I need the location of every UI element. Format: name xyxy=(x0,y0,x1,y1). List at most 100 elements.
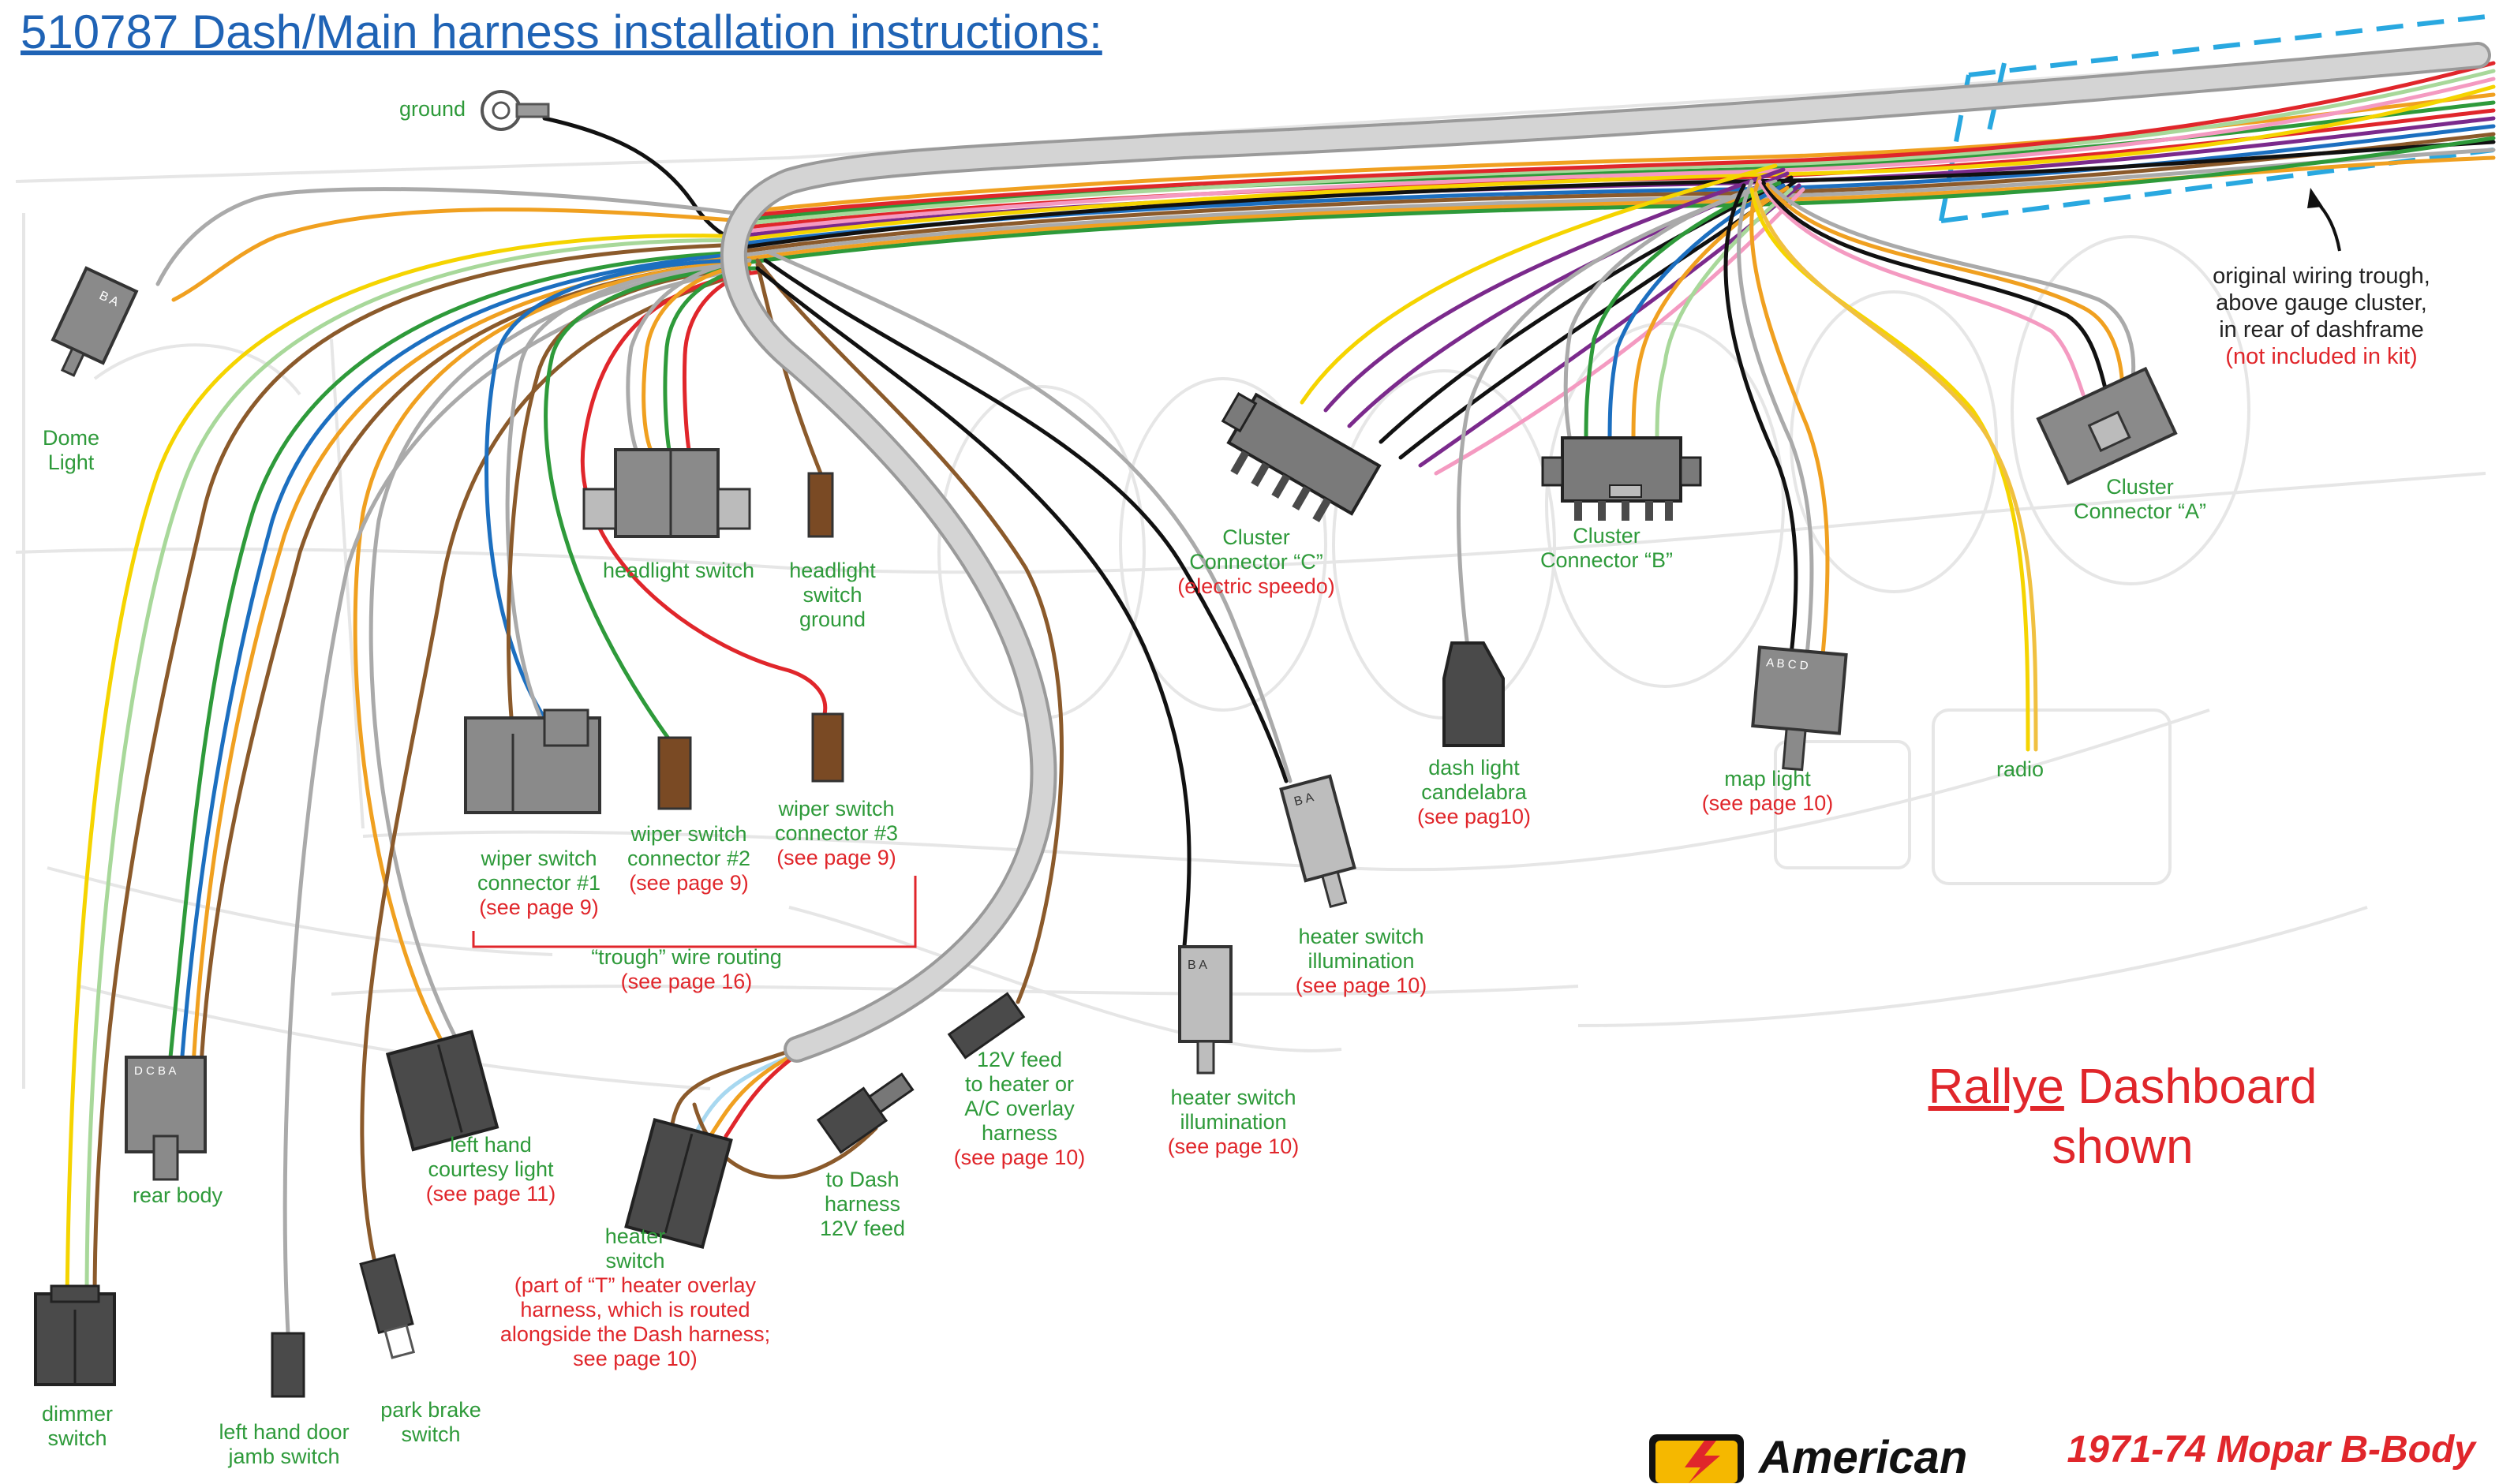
label-cluster-connector-c: Cluster Connector “C” (electric speedo) xyxy=(1177,525,1335,599)
cluster-connector-c xyxy=(1221,391,1382,522)
dome-light-connector: B A xyxy=(51,266,139,377)
label-park-brake-line2: switch xyxy=(401,1422,461,1446)
label-headlight-ground-line1: headlight xyxy=(789,559,876,582)
label-12v-feed-line1: 12V feed xyxy=(976,1048,1063,1071)
label-heater-note-line4: see page 10) xyxy=(573,1347,698,1370)
courtesy-light-connector xyxy=(385,1030,499,1152)
label-radio-text: radio xyxy=(1996,757,2044,781)
label-map-light: map light (see page 10) xyxy=(1702,767,1834,816)
label-courtesy-line2: courtesy light xyxy=(428,1157,554,1181)
label-wiper1-line2: connector #1 xyxy=(477,871,601,895)
label-heater-note-line3: alongside the Dash harness; xyxy=(499,1322,771,1346)
label-dimmer-switch: dimmer switch xyxy=(42,1402,113,1451)
heater-switch-illumination-lower-connector: B A xyxy=(1178,945,1233,1075)
label-cluster-connector-b: Cluster Connector “B” xyxy=(1540,524,1673,573)
rear-body-connector: D C B A xyxy=(125,1056,207,1181)
dimmer-switch-connector xyxy=(34,1284,116,1386)
label-candelabra-ref: (see pag10) xyxy=(1416,805,1532,828)
trough-arrow xyxy=(2307,188,2341,252)
label-headlight-switch: headlight switch xyxy=(603,559,754,583)
label-park-brake-line1: park brake xyxy=(380,1398,481,1422)
label-ground-text: ground xyxy=(398,97,466,121)
label-12v-feed: 12V feed to heater or A/C overlay harnes… xyxy=(954,1048,1086,1170)
label-wiper3-line1: wiper switch xyxy=(778,797,895,820)
wiper-switch-connector-1 xyxy=(464,708,601,814)
label-dimmer-line2: switch xyxy=(47,1426,107,1450)
page-title: 510787 Dash/Main harness installation in… xyxy=(21,6,1102,58)
label-trough-ref: (see page 16) xyxy=(620,970,753,993)
label-heater-note-line2: harness, which is routed xyxy=(520,1298,750,1321)
label-wiper3-ref: (see page 9) xyxy=(776,846,896,869)
map-light-connector: A B C D xyxy=(1751,645,1848,772)
wiper-switch-connector-2 xyxy=(657,736,692,810)
label-candelabra-line2: candelabra xyxy=(1421,780,1527,804)
hs-upper-pin-letters: B A xyxy=(1293,791,1315,809)
trough-routing-bracket xyxy=(472,876,917,948)
cluster-connector-a xyxy=(2036,366,2178,486)
label-park-brake-switch: park brake switch xyxy=(380,1398,481,1447)
label-heater-switch-line1: heater xyxy=(604,1224,666,1248)
12v-feed-connector xyxy=(947,992,1026,1060)
label-heater-switch: heater switch (part of “T” heater overla… xyxy=(500,1224,770,1371)
label-dash-light-candelabra: dash light candelabra (see pag10) xyxy=(1417,756,1531,829)
cluster-connector-b xyxy=(1541,436,1702,521)
label-heater-switch-line2: switch xyxy=(605,1249,665,1273)
label-candelabra-line1: dash light xyxy=(1428,756,1520,779)
label-cluster-c-line2: Connector “C” xyxy=(1189,550,1323,574)
label-radio: radio xyxy=(1996,757,2044,782)
label-headlight-switch-text: headlight switch xyxy=(602,559,755,582)
label-heater-note-line1: (part of “T” heater overlay xyxy=(514,1273,757,1297)
headlight-ground-terminal xyxy=(807,472,834,538)
headlight-switch-connector xyxy=(582,448,751,538)
label-ground: ground xyxy=(399,97,466,121)
label-hs-upper-ref: (see page 10) xyxy=(1295,974,1427,997)
label-wiper1-line1: wiper switch xyxy=(481,847,597,870)
label-trough-routing: “trough” wire routing (see page 16) xyxy=(591,945,782,994)
label-rear-body: rear body xyxy=(133,1183,223,1208)
note-trough-line4: (not included in kit) xyxy=(2225,344,2418,369)
label-cluster-c-line1: Cluster xyxy=(1222,525,1290,549)
label-to-dash-line2: harness xyxy=(824,1192,901,1216)
note-trough-line2: above gauge cluster, xyxy=(2216,290,2427,316)
label-hs-lower-line2: illumination xyxy=(1180,1110,1287,1134)
label-12v-feed-line3: A/C overlay xyxy=(964,1097,1075,1120)
rallye-rest: Dashboard xyxy=(2063,1060,2318,1114)
brand: American xyxy=(1748,1432,1967,1483)
harness-conduit xyxy=(720,42,2491,1063)
heater-switch-illumination-upper-connector: B A xyxy=(1279,774,1356,909)
label-cluster-b-line1: Cluster xyxy=(1573,524,1640,548)
note-original-wiring-trough: original wiring trough, above gauge clus… xyxy=(2213,263,2430,370)
label-map-light-ref: (see page 10) xyxy=(1701,791,1834,815)
label-wiper2-line2: connector #2 xyxy=(627,847,751,870)
label-12v-feed-line4: harness xyxy=(981,1121,1058,1145)
label-courtesy-light: left hand courtesy light (see page 11) xyxy=(426,1133,556,1206)
rear-body-pin-letters: D C B A xyxy=(134,1064,176,1078)
to-dash-12v-connector xyxy=(816,1072,915,1154)
rallye-dashboard-caption: Rallye Dashboard shown xyxy=(1928,1057,2318,1177)
label-12v-feed-line2: to heater or xyxy=(964,1072,1075,1096)
label-to-dash-line1: to Dash xyxy=(825,1168,900,1191)
label-door-jamb-switch: left hand door jamb switch xyxy=(219,1420,349,1469)
note-trough-line1: original wiring trough, xyxy=(2213,264,2430,289)
park-brake-switch-connector xyxy=(359,1254,416,1359)
dash-light-candelabra-connector xyxy=(1442,641,1505,747)
note-trough-line3: in rear of dashframe xyxy=(2219,317,2424,342)
label-dome-light: Dome Light xyxy=(43,426,99,475)
american-autowire-logo-mark xyxy=(1649,1434,1744,1483)
label-dome-light-line2: Light xyxy=(47,450,95,474)
label-cluster-a-line2: Connector “A” xyxy=(2073,499,2207,523)
label-rear-body-text: rear body xyxy=(132,1183,223,1207)
label-wiper3-line2: connector #3 xyxy=(774,821,899,845)
label-door-jamb-line2: jamb switch xyxy=(228,1445,340,1468)
label-to-dash-12v: to Dash harness 12V feed xyxy=(820,1168,905,1241)
label-courtesy-line1: left hand xyxy=(450,1133,532,1157)
label-dome-light-line1: Dome xyxy=(42,426,100,450)
label-heater-switch-illumination-upper: heater switch illumination (see page 10) xyxy=(1296,925,1427,998)
label-headlight-switch-ground: headlight switch ground xyxy=(789,559,876,632)
map-light-pin-letters: A B C D xyxy=(1766,656,1809,673)
label-hs-upper-line2: illumination xyxy=(1307,949,1415,973)
label-cluster-a-line1: Cluster xyxy=(2106,475,2174,499)
label-headlight-ground-line3: ground xyxy=(799,607,866,631)
label-map-light-text: map light xyxy=(1724,767,1811,791)
